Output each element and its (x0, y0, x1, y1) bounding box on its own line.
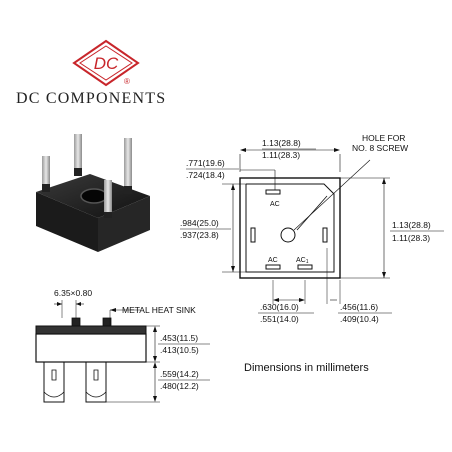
dim-inner-min: .937(23.8) (180, 230, 219, 240)
dim-offset-min: .724(18.4) (186, 170, 225, 180)
pin-right (322, 227, 328, 243)
registered-mark: ® (124, 77, 130, 86)
pin-ac-top (265, 189, 281, 195)
side-body (35, 333, 147, 363)
dim-lead-min: .480(12.2) (160, 381, 199, 391)
dim-lead-max: .559(14.2) (160, 369, 199, 379)
logo-diamond-icon (72, 39, 140, 87)
mounting-hole (280, 227, 296, 243)
dim-width-min: 1.11(28.3) (262, 150, 300, 160)
label-ac-bottom-left: AC (268, 257, 278, 264)
dim-pin-spacing-max: .630(16.0) (260, 302, 299, 312)
logo-letters: DC (94, 54, 119, 73)
hole-label-line2: NO. 8 SCREW (352, 143, 408, 153)
heat-sink (35, 325, 147, 335)
dim-inner-max: .984(25.0) (180, 218, 219, 228)
side-view (35, 300, 160, 403)
label-ac-bottom-right: AC1 (296, 257, 309, 265)
dc-logo: DC ® (72, 39, 140, 87)
lead-2 (85, 361, 107, 403)
top-view-outline (239, 177, 341, 279)
label-heat-sink: METAL HEAT SINK (122, 305, 196, 315)
label-ac-top: AC (270, 201, 280, 208)
component-photo (36, 134, 150, 252)
brand-name: DC COMPONENTS (16, 90, 167, 107)
pin-ac1-bottom (297, 264, 313, 270)
dim-body-min: .413(10.5) (160, 345, 199, 355)
hole-label-line1: HOLE FOR (362, 133, 405, 143)
dim-height-max: 1.13(28.8) (392, 220, 431, 230)
dim-pin-spacing-min: .551(14.0) (260, 314, 299, 324)
top-view-inner (245, 183, 335, 273)
dim-body-max: .453(11.5) (160, 333, 198, 343)
pin-left (250, 227, 256, 243)
dim-offset-max: .771(19.6) (186, 158, 225, 168)
dim-width-max: 1.13(28.8) (262, 138, 301, 148)
dim-terminal: 6.35×0.80 (54, 288, 92, 298)
dim-pin-edge-max: .456(11.6) (340, 302, 378, 312)
dim-pin-edge-min: .409(10.4) (340, 314, 379, 324)
lead-1 (43, 361, 65, 403)
dim-height-min: 1.11(28.3) (392, 233, 430, 243)
pin-ac-bottom (265, 264, 281, 270)
caption: Dimensions in millimeters (244, 362, 369, 374)
top-view (222, 148, 390, 304)
